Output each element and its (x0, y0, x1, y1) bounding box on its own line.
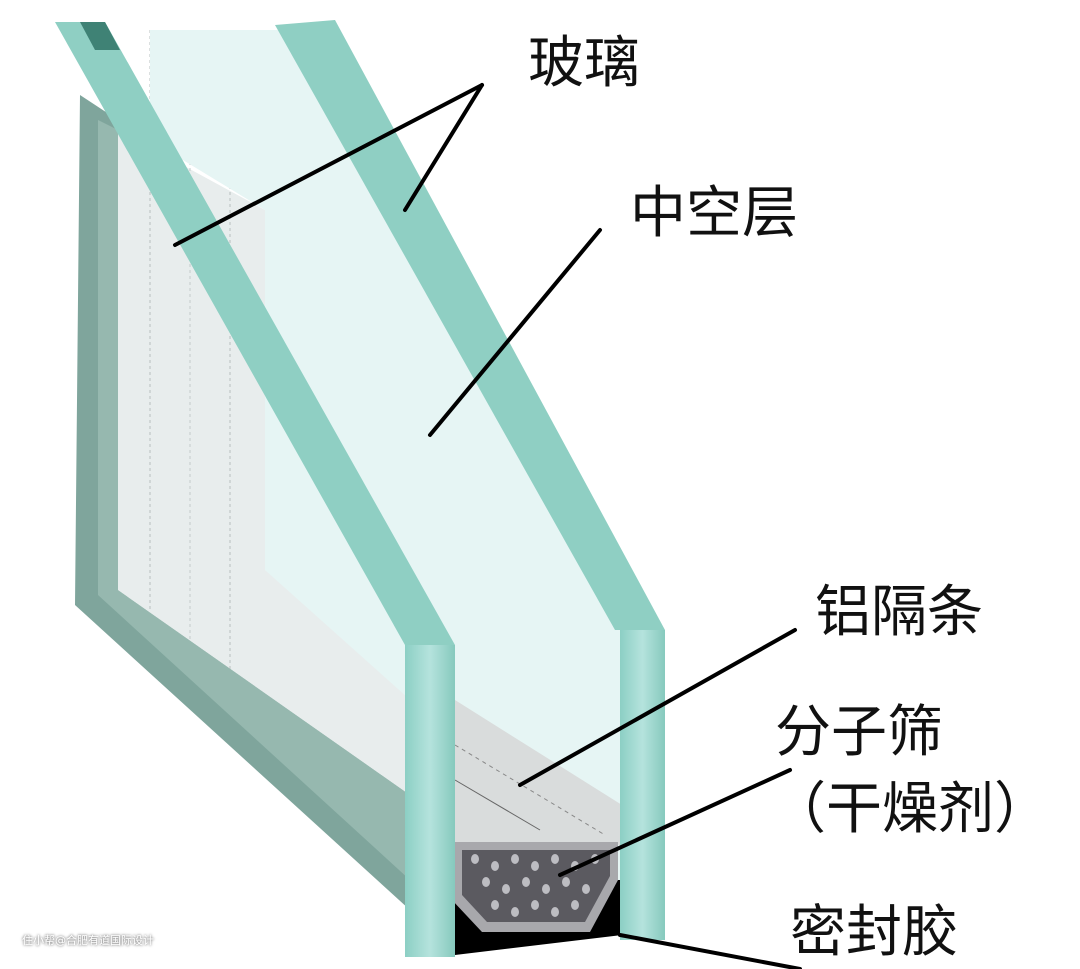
label-glass: 玻璃 (528, 31, 640, 96)
leader-air-layer (428, 228, 602, 437)
leader-sieve (558, 768, 792, 877)
back-frame-inner (98, 120, 410, 880)
glass-pane-1-top (80, 22, 120, 50)
granule (502, 884, 510, 894)
granule (531, 900, 539, 910)
label-air-layer: 中空层 (630, 181, 798, 246)
leader-spacer (518, 628, 797, 787)
leader-lines (173, 83, 802, 969)
label-desiccant: （干燥剂） (770, 777, 1050, 842)
granule (551, 854, 559, 864)
label-sealant: 密封胶 (790, 900, 958, 965)
glass-pane-2-face (620, 630, 665, 940)
granule (511, 907, 519, 917)
granule (482, 877, 490, 887)
granule (551, 907, 559, 917)
glass-pane-2-edge (275, 20, 665, 630)
granule (582, 884, 590, 894)
air-layer (150, 30, 622, 880)
glass-pane-1-face (405, 645, 455, 957)
leader-glass-2 (403, 83, 484, 212)
granule (491, 900, 499, 910)
spacer-line (454, 779, 541, 831)
label-molecular-sieve: 分子筛 (775, 700, 943, 765)
granule (511, 854, 519, 864)
granule (531, 861, 539, 871)
spacer-dotted-line (454, 744, 606, 836)
leader-glass-1 (173, 83, 484, 247)
label-aluminum-spacer: 铝隔条 (815, 580, 983, 645)
leader-sealant (618, 933, 802, 969)
granule (562, 877, 570, 887)
granule (542, 884, 550, 894)
granule (571, 900, 579, 910)
granule (491, 861, 499, 871)
watermark: 住小帮@合肥有道国际设计 (22, 934, 154, 947)
glass-pane-1-edge (55, 22, 455, 645)
granule (471, 854, 479, 864)
granule (522, 877, 530, 887)
